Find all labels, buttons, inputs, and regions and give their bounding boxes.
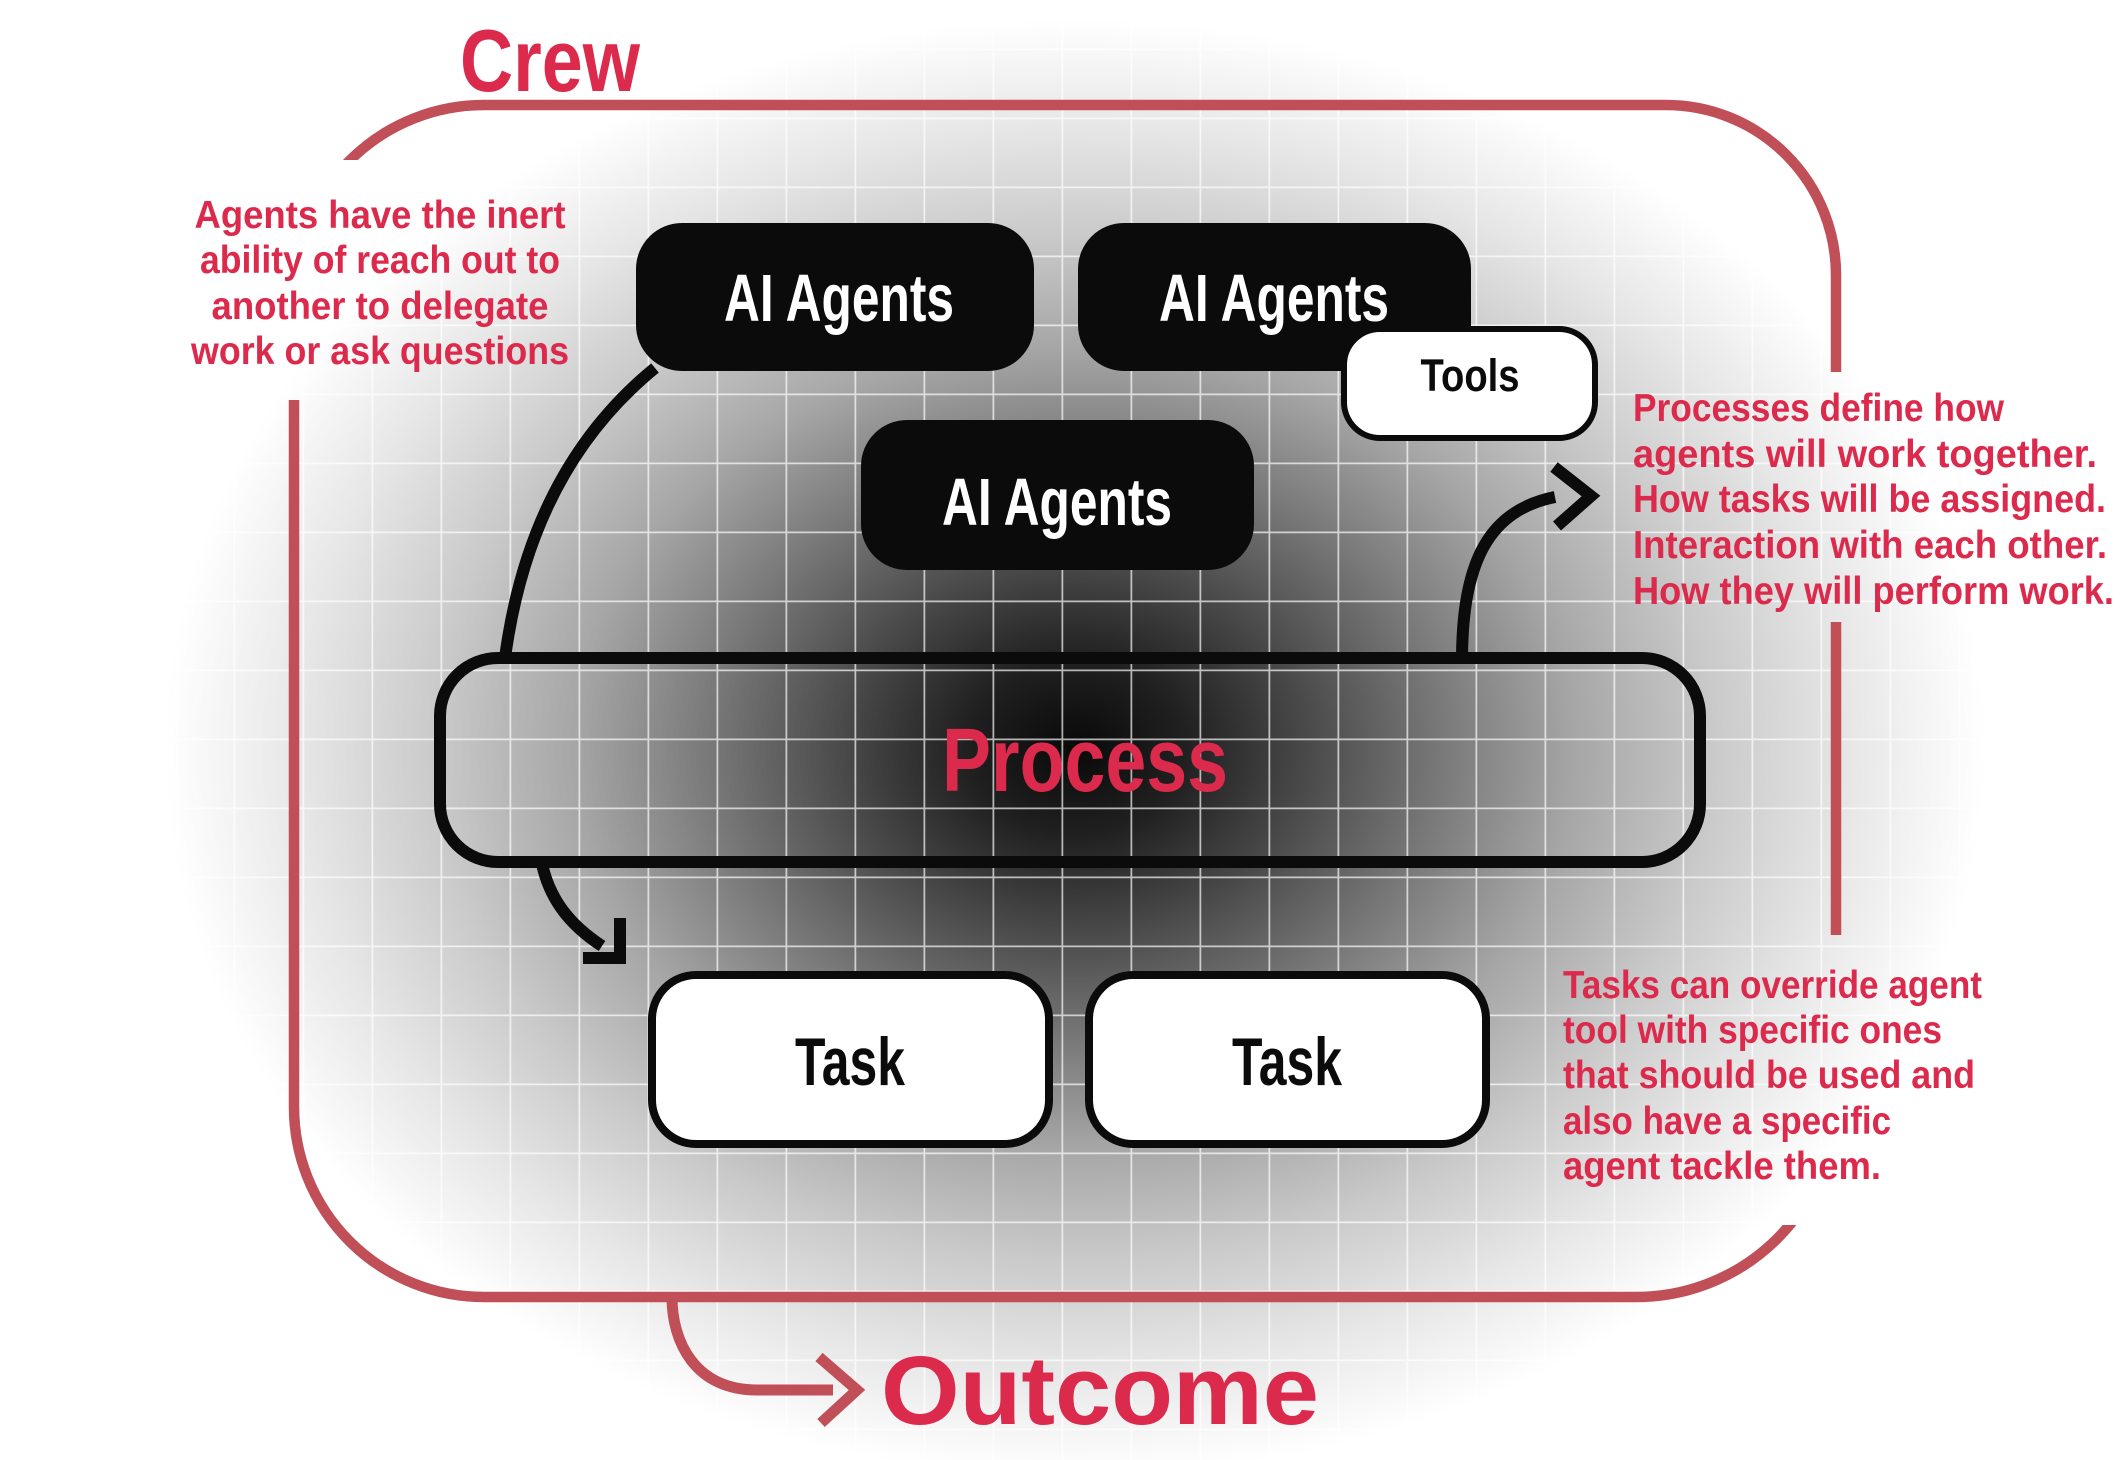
process-bar — [434, 652, 1706, 868]
annotation-line: Tasks can override agent — [1563, 964, 1982, 1007]
annotation-line: Processes define how — [1633, 387, 2005, 430]
annotation-line: Agents have the inert — [195, 194, 566, 237]
tools-box-label: Tools — [1421, 350, 1520, 401]
ai-agents-box-1: AI Agents — [636, 223, 1034, 371]
annotation-line: agents will work together. — [1633, 433, 2097, 476]
tools-box: Tools — [1341, 326, 1598, 441]
task-box-1-label: Task — [795, 1024, 905, 1100]
process-to-task-arrow-line — [536, 862, 606, 952]
annotation-tasks: Tasks can override agent tool with speci… — [1563, 964, 1982, 1188]
crew-title: Crew — [460, 11, 640, 110]
annotation-line: ability of reach out to — [200, 239, 560, 282]
annotation-line: that should be used and — [1563, 1054, 1975, 1097]
annotation-line: Interaction with each other. — [1633, 524, 2107, 567]
crew-boundary-border — [288, 99, 1842, 1303]
agent-to-process-connector — [499, 363, 659, 659]
ai-agents-box-3-label: AI Agents — [942, 465, 1172, 540]
annotation-line: agent tackle them. — [1563, 1145, 1881, 1188]
outcome-title: Outcome — [881, 1336, 1319, 1445]
process-to-note-arrowhead-icon — [1550, 462, 1601, 531]
task-box-2-label: Task — [1232, 1024, 1342, 1100]
annotation-agents-delegate: Agents have the inert ability of reach o… — [190, 194, 569, 373]
ai-agents-box-2-label: AI Agents — [1159, 261, 1389, 336]
annotation-line: How they will perform work. — [1633, 570, 2114, 613]
process-to-note-arrow-line — [1456, 491, 1557, 661]
annotation-line: also have a specific — [1563, 1100, 1891, 1143]
outcome-arrow-line — [666, 1296, 833, 1396]
process-to-task-arrowhead-icon — [583, 918, 626, 964]
annotation-line: work or ask questions — [190, 330, 569, 373]
task-box-2: Task — [1085, 971, 1490, 1148]
annotation-line: another to delegate — [212, 285, 549, 328]
outcome-arrowhead-icon — [815, 1352, 866, 1428]
annotation-line: How tasks will be assigned. — [1633, 478, 2106, 521]
task-box-1: Task — [648, 971, 1053, 1148]
process-label: Process — [942, 711, 1228, 811]
ai-agents-box-3: AI Agents — [861, 420, 1254, 570]
annotation-processes: Processes define how agents will work to… — [1633, 387, 2114, 613]
ai-agents-box-1-label: AI Agents — [724, 261, 954, 336]
annotation-line: tool with specific ones — [1563, 1009, 1942, 1052]
